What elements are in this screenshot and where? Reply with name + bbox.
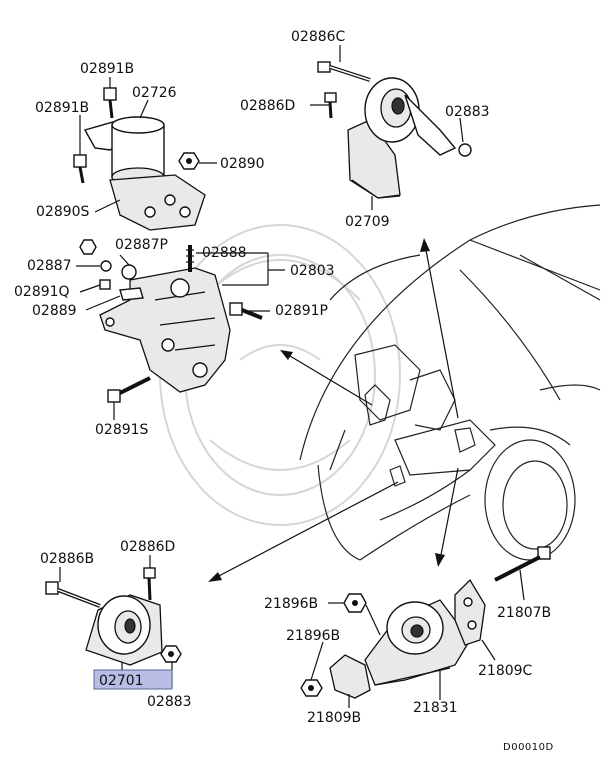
label-02886D-bottom: 02886D: [120, 539, 175, 555]
label-02726: 02726: [132, 85, 177, 101]
label-02891B-2: 02891B: [35, 100, 89, 116]
label-02891S: 02891S: [95, 422, 149, 438]
arrow-head-left: [280, 350, 293, 360]
arrow-head-down: [435, 553, 445, 567]
label-02887: 02887: [27, 258, 72, 274]
label-21896B-1: 21896B: [264, 596, 318, 612]
label-02890: 02890: [220, 156, 265, 172]
label-02891Q: 02891Q: [14, 284, 70, 300]
mount-assembly-02701: [45, 555, 182, 688]
label-21809C: 21809C: [478, 663, 533, 679]
label-02891P: 02891P: [275, 303, 328, 319]
mount-assembly-02709: [310, 45, 472, 210]
label-02886C: 02886C: [291, 29, 346, 45]
figure-code: D00010D: [503, 742, 554, 753]
watermark-emblem: [159, 224, 401, 526]
label-02883-bottom: 02883: [147, 694, 192, 710]
bracket-assembly-02803: [76, 239, 285, 420]
label-02889: 02889: [32, 303, 77, 319]
bolt-head: [317, 61, 331, 73]
label-02887P: 02887P: [115, 237, 168, 253]
label-21896B-2: 21896B: [286, 628, 340, 644]
label-02709: 02709: [345, 214, 390, 230]
label-02886D-top: 02886D: [240, 98, 295, 114]
label-02803: 02803: [290, 263, 335, 279]
pointer-arrows: [208, 238, 459, 582]
arrow-head-down-left: [208, 572, 222, 582]
label-02883-top: 02883: [445, 104, 490, 120]
label-21807B: 21807B: [497, 605, 551, 621]
label-02891B-1: 02891B: [80, 61, 134, 77]
highlight-02701[interactable]: [93, 669, 173, 690]
label-02888: 02888: [202, 245, 247, 261]
label-02886B: 02886B: [40, 551, 94, 567]
car-body-outline: [299, 204, 601, 561]
label-02890S: 02890S: [36, 204, 90, 220]
label-21809B: 21809B: [307, 710, 361, 726]
mount-assembly-21831: [300, 546, 551, 708]
arrow-head-up: [420, 238, 430, 252]
label-02701: 02701: [99, 673, 144, 689]
damper-assembly-02726: [73, 77, 217, 231]
label-21831: 21831: [413, 700, 458, 716]
